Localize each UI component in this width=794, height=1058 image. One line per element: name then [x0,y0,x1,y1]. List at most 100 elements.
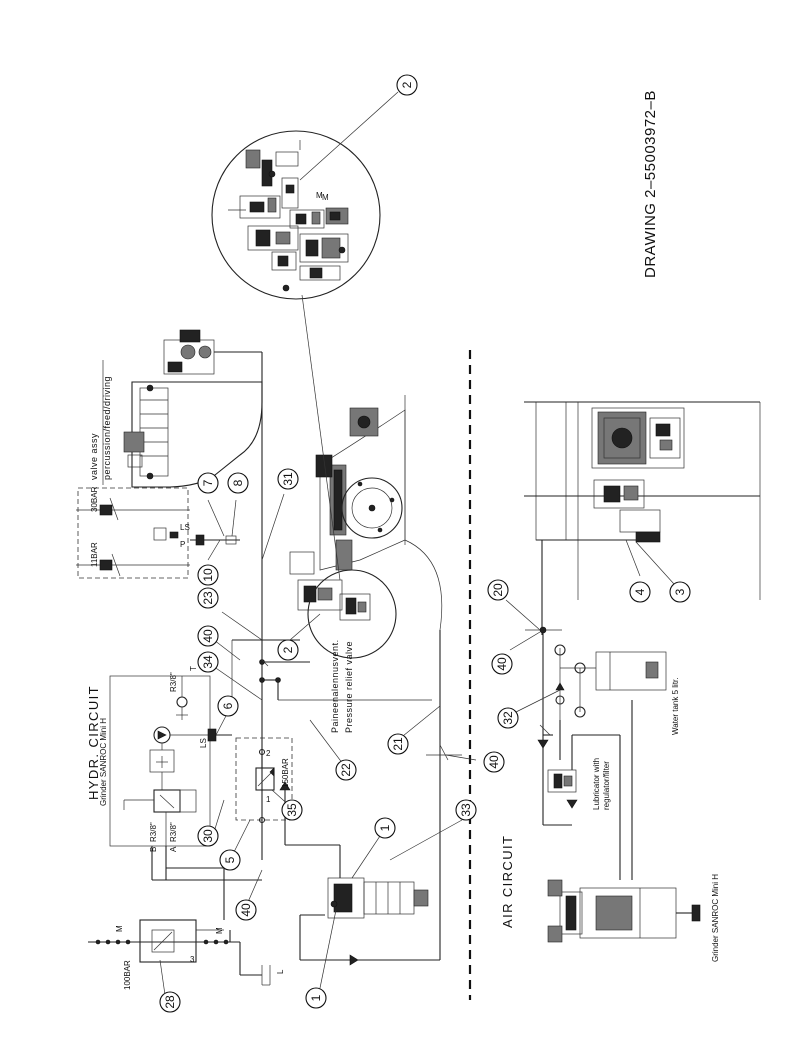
lubricator-label-2: regulator/filter [602,761,611,810]
callout-bubble-c3: 3 [669,581,691,603]
callout-bubble-c21: 21 [387,733,409,755]
callout-bubble-c22: 22 [335,759,357,781]
callout-number: 31 [281,472,295,486]
callout-bubble-c33: 33 [455,799,477,821]
callout-number: 20 [491,583,505,597]
callout-bubble-c5: 5 [219,849,241,871]
svg-text:M: M [316,191,323,200]
port-ls2-label: LS [180,523,190,532]
callout-bubble-c2a: 2 [396,74,418,96]
bar150-label: 150BAR [281,758,290,788]
middle-machine [289,395,443,631]
port-l-label: L [276,969,285,974]
grinder-air: Grinder SANROC Mini H [547,874,720,962]
grinder-hydr [327,877,429,919]
bar11-label: 11BAR [90,542,99,567]
callout-number: 28 [163,995,177,1009]
relief-150bar-box: 150BAR 2 1 [235,737,293,824]
callout-number: 40 [201,629,215,643]
callout-bubble-c40c: 40 [235,899,257,921]
air-piping: Lubricator with regulator/filter [525,626,633,880]
port-2-label: 2 [266,749,271,758]
callout-number: 40 [495,657,509,671]
callout-number: 22 [339,763,353,777]
pressure-box: 30BAR 11BAR P LS [76,486,240,579]
port-1-label: 1 [266,795,271,804]
callout-number: 5 [223,856,237,863]
valve-assy-group: valve assy percussion/feed/driving [89,329,263,640]
callout-number: 3 [673,588,687,595]
port-r38-t: R3/8" [169,672,178,692]
port-m3-label: M [322,193,329,202]
callout-bubble-c7: 7 [197,472,219,494]
pressure-relief-label-en: Pressure relief valve [344,641,354,733]
callout-number: 2 [400,81,414,88]
hydr-circuit-subtitle: Grinder SANROC Mini H [99,718,108,806]
callout-bubble-c8: 8 [227,472,249,494]
detail-circle-top: M [211,91,399,300]
water-tank: Water tank 5 litr. [554,644,680,736]
pressure-relief-label-fi: Paineenalennusvent. [330,639,340,733]
callout-bubble-c1a: 1 [374,817,396,839]
callout-bubble-c30: 30 [197,825,219,847]
callout-number: 21 [391,737,405,751]
callout-bubble-c2b: 2 [277,639,299,661]
air-circuit-title: AIR CIRCUIT [500,835,515,928]
port-m1-label: M [115,925,124,932]
callout-number: 23 [201,591,215,605]
callout-number: 35 [285,803,299,817]
callout-bubble-c6: 6 [217,695,239,717]
callout-number: 34 [201,655,215,669]
callout-bubble-c20: 20 [487,579,509,601]
callout-bubble-c10: 10 [197,564,219,586]
callout-bubble-c28: 28 [159,991,181,1013]
bar30-label: 30BAR [90,486,99,512]
callout-bubble-c4: 4 [629,581,651,603]
callout-bubble-c35: 35 [281,799,303,821]
callout-bubble-c23: 23 [197,587,219,609]
valve-assy-label-1: valve assy [89,433,99,480]
leader-lines [159,493,675,996]
bar100-label: 100BAR [123,960,132,990]
port-ls-label: LS [199,738,208,748]
callout-bubble-c32: 32 [497,707,519,729]
air-sub-title: Grinder SANROC Mini H [711,874,720,962]
callout-bubble-c1b: 1 [305,987,327,1009]
callout-bubble-c40d: 40 [491,653,513,675]
callout-number: 30 [201,829,215,843]
water-tank-assembly [524,401,761,635]
port-r38-b: R3/8" [149,822,158,842]
detail-circle-middle [307,569,397,659]
port-a-label: A [169,846,178,852]
port-t-label: T [189,666,198,671]
port-b-label: B [149,847,158,852]
relief-100bar-valve: 100BAR M M M L 3 [88,193,329,990]
port-3-label: 3 [190,955,195,964]
callout-number: 2 [281,646,295,653]
callout-number: 32 [501,711,515,725]
valve-assy-label-2: percussion/feed/driving [102,376,112,480]
callout-number: 1 [378,824,392,831]
callout-number: 7 [201,479,215,486]
port-m2-label: M [215,927,224,934]
callout-bubble-c31: 31 [277,468,299,490]
callout-number: 40 [487,755,501,769]
callout-number: 8 [231,479,245,486]
port-p-label: P [180,540,185,549]
hydr-circuit-title: HYDR. CIRCUIT [86,685,101,800]
callout-number: 40 [239,903,253,917]
callout-number: 4 [633,588,647,595]
port-r38-a: R3/8" [169,822,178,842]
callout-number: 1 [309,994,323,1001]
water-tank-label: Water tank 5 litr. [671,678,680,736]
drawing-number: DRAWING 2–55003972–B [642,90,659,278]
callout-number: 6 [221,702,235,709]
lubricator-label-1: Lubricator with [592,758,601,810]
hydr-circuit-box: LS T R3/8" R3/8" R3/8" B A [109,666,262,881]
callout-bubble-c40a: 40 [197,625,219,647]
callout-number: 10 [201,568,215,582]
callout-number: 33 [459,803,473,817]
